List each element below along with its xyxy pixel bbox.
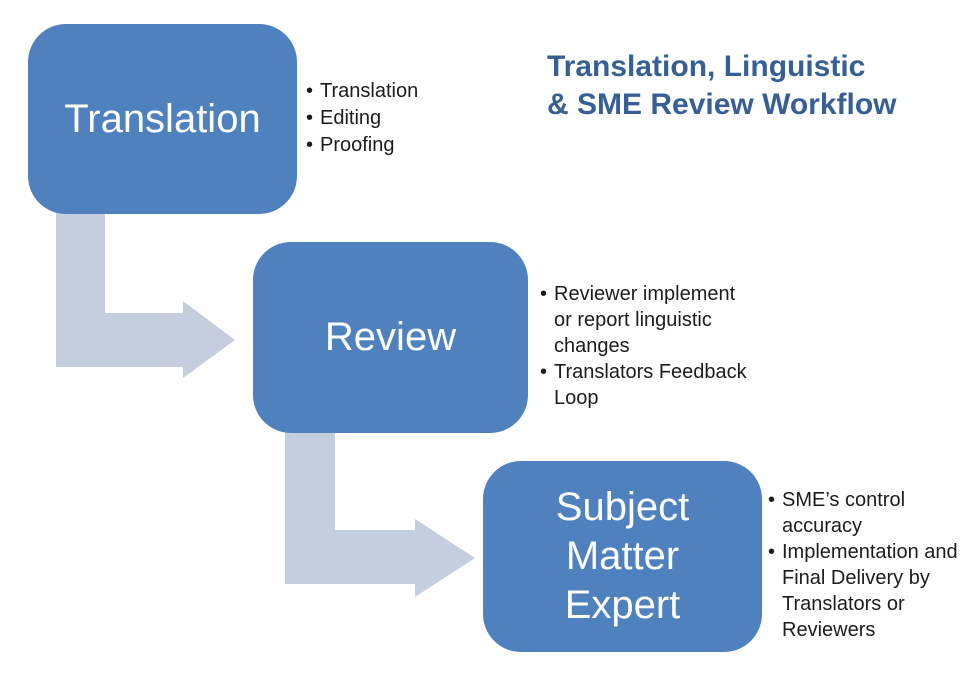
list-item: • Reviewer implement or report linguisti…	[540, 281, 775, 359]
bullet-marker: •	[540, 283, 548, 305]
bullet-text: Translators Feedback Loop	[554, 361, 747, 409]
bullet-text: SME’s control accuracy	[782, 489, 906, 537]
step-label-translation: Translation	[64, 96, 261, 141]
list-item: • Translators Feedback Loop	[540, 359, 775, 411]
list-item: • Proofing	[306, 132, 526, 159]
bullet-text: Translation	[320, 80, 419, 102]
bullet-text: Editing	[320, 107, 382, 129]
bullet-marker: •	[306, 80, 314, 102]
bullet-list-review: • Reviewer implement or report linguisti…	[540, 281, 775, 411]
bullet-list-subject-matter-expert: • SME’s control accuracy • Implementatio…	[768, 487, 976, 643]
bent-arrow-review-to-sme-icon	[285, 432, 475, 597]
list-item: • Editing	[306, 105, 526, 132]
step-box-subject-matter-expert: Subject Matter Expert	[483, 461, 762, 652]
step-label-subject-matter-expert: Subject Matter Expert	[555, 485, 690, 627]
bullet-marker: •	[540, 361, 548, 383]
step-box-translation: Translation	[28, 24, 297, 214]
bullet-list-translation: • Translation • Editing • Proofing	[306, 78, 526, 159]
bullet-marker: •	[768, 541, 776, 563]
list-item: • SME’s control accuracy	[768, 487, 976, 539]
bullet-text: Proofing	[320, 134, 395, 156]
step-box-review: Review	[253, 242, 528, 433]
list-item: • Implementation and Final Delivery by T…	[768, 539, 976, 643]
bullet-marker: •	[306, 134, 314, 156]
list-item: • Translation	[306, 78, 526, 105]
step-label-review: Review	[324, 315, 457, 359]
bullet-marker: •	[768, 489, 776, 511]
bullet-marker: •	[306, 107, 314, 129]
bullet-text: Reviewer implement or report linguistic …	[554, 283, 736, 357]
slide-title: Translation, Linguistic & SME Review Wor…	[547, 50, 897, 121]
bullet-text: Implementation and Final Delivery by Tra…	[782, 541, 958, 641]
bent-arrow-translation-to-review-icon	[56, 210, 235, 378]
